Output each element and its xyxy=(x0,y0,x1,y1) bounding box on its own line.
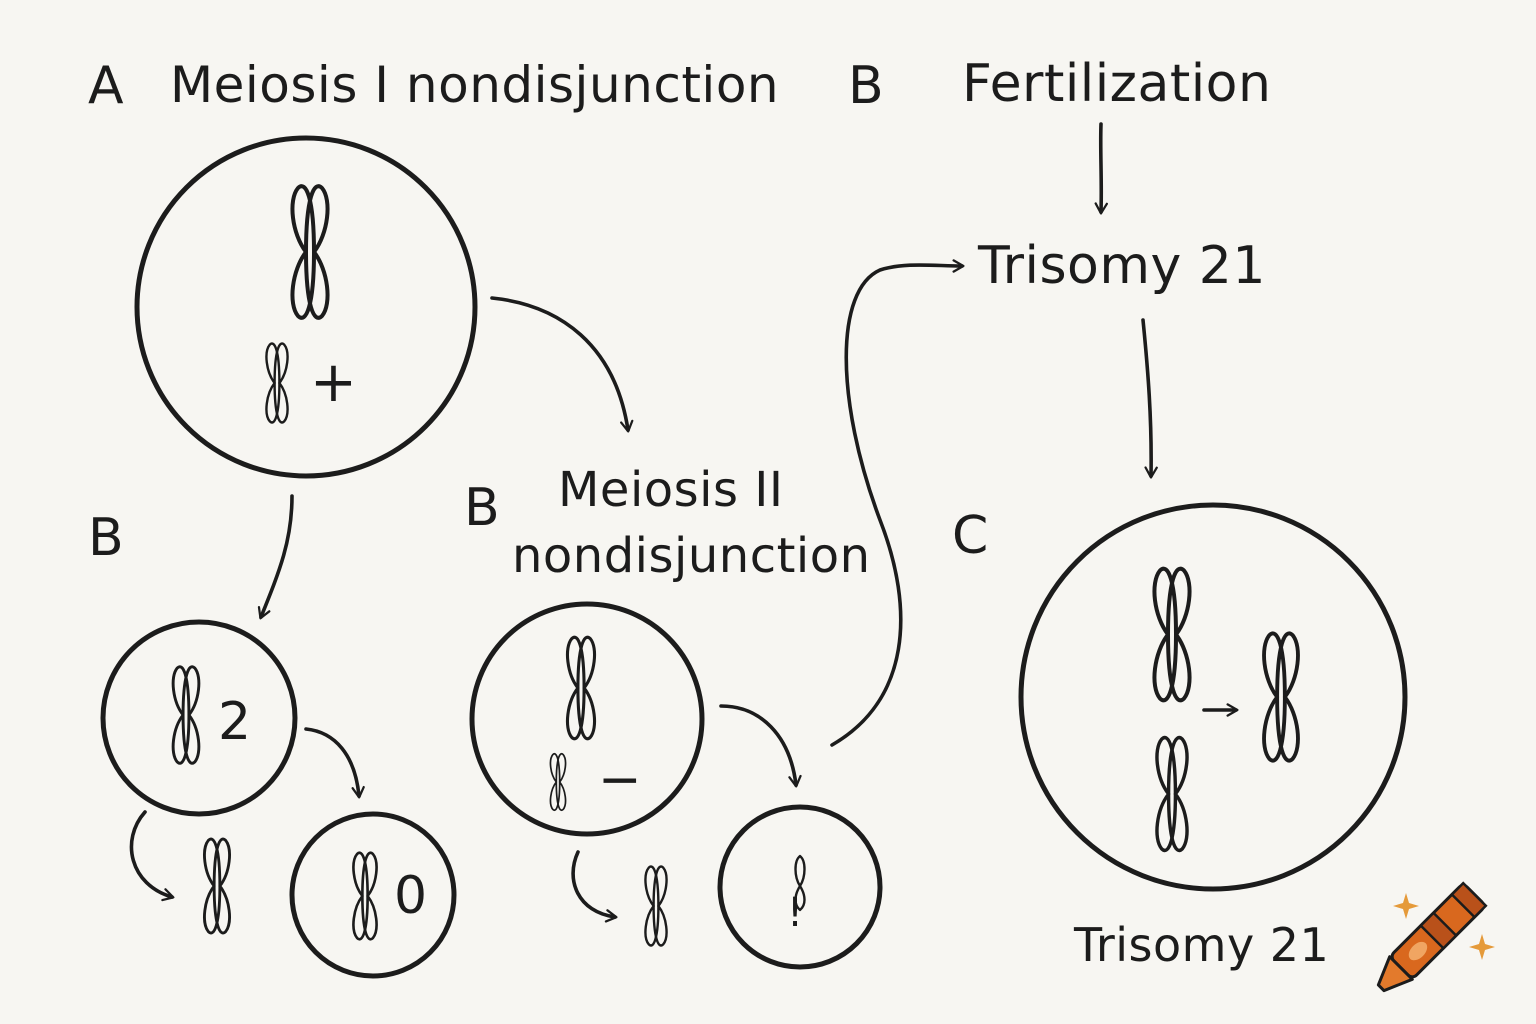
panel-c-letter: C xyxy=(952,506,989,566)
single-chromatid-cell xyxy=(717,804,883,970)
primary-cell xyxy=(134,135,478,479)
arrow-icon xyxy=(719,704,802,788)
sparkle-icon xyxy=(1469,934,1495,960)
chromosome-icon xyxy=(265,342,289,424)
panel-b-letter-top: B xyxy=(848,56,885,116)
chromosome-icon xyxy=(1155,735,1189,853)
arrow-icon xyxy=(571,850,618,923)
chromosome-icon xyxy=(1264,633,1298,760)
daughter-cell-disomic xyxy=(100,619,298,817)
main-cell-sign: + xyxy=(310,350,358,415)
chromosome-icon xyxy=(171,665,201,765)
arrow-icon xyxy=(1141,318,1158,479)
sparkle-icon xyxy=(1393,893,1419,919)
arrow-icon xyxy=(830,259,965,747)
meiosis2-title-line2: nondisjunction xyxy=(512,528,871,584)
daughter-cell-count: 2 xyxy=(218,692,252,752)
chromosome-icon xyxy=(565,635,597,741)
crayon-icon xyxy=(1376,881,1488,993)
chromosome-icon xyxy=(290,184,330,320)
meiosis2-cell-sign: − xyxy=(598,750,643,810)
fertilization-label: Fertilization xyxy=(962,54,1272,114)
meiosis2-title-line1: Meiosis II xyxy=(558,462,784,518)
panel-a-letter: A xyxy=(88,56,125,116)
chromosome-icon xyxy=(1154,569,1189,701)
chromosome-icon xyxy=(202,837,232,935)
trisomy-label-bottom: Trisomy 21 xyxy=(1074,918,1330,972)
arrow-icon xyxy=(490,296,634,433)
chromosome-icon xyxy=(352,851,378,941)
daughter-cell-nullisomic xyxy=(289,811,457,979)
trisomy-label-top: Trisomy 21 xyxy=(978,236,1266,296)
meiosis2-cell xyxy=(469,601,705,837)
trisomy-zygote-cell xyxy=(1018,502,1408,892)
panel-b-letter-left: B xyxy=(88,508,125,568)
arrow-icon xyxy=(129,810,175,902)
arrow-icon xyxy=(1094,122,1108,215)
meiosis1-title: Meiosis I nondisjunction xyxy=(170,56,780,114)
nullisomic-cell-count: 0 xyxy=(394,866,428,926)
arrow-icon xyxy=(304,727,365,799)
panel-b-letter-mid: B xyxy=(464,478,501,538)
chromosome-icon xyxy=(549,752,567,812)
single-chromatid-mark: ! xyxy=(787,890,804,936)
chromosome-icon xyxy=(644,865,668,947)
arrow-icon xyxy=(257,494,294,620)
